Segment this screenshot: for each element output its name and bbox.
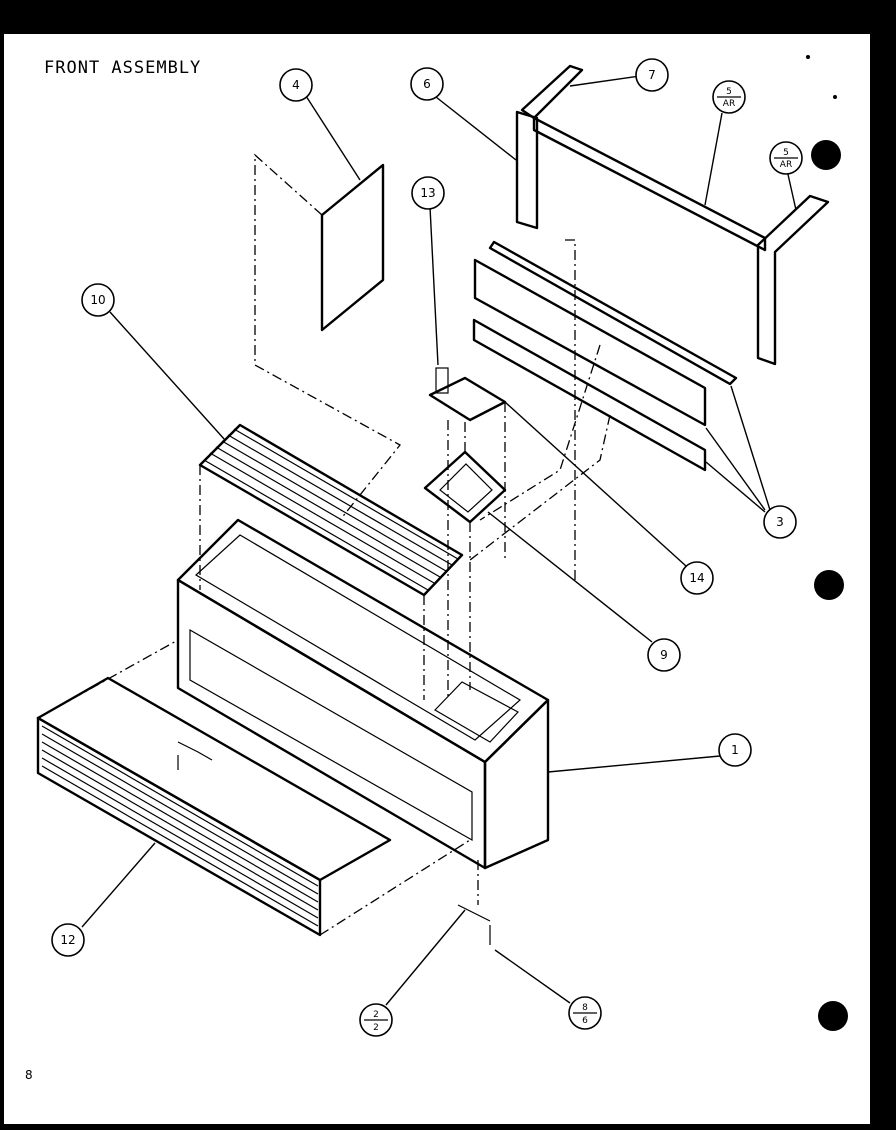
part-bracket xyxy=(428,367,507,700)
callout-13: 13 xyxy=(411,176,445,210)
callout-6: 6 xyxy=(410,67,444,101)
svg-text:AR: AR xyxy=(780,160,792,170)
svg-text:2: 2 xyxy=(373,1010,379,1020)
speck xyxy=(806,55,810,59)
svg-text:9: 9 xyxy=(660,648,668,662)
svg-text:AR: AR xyxy=(723,99,735,109)
svg-text:14: 14 xyxy=(689,571,704,585)
callout-14: 14 xyxy=(680,561,714,595)
drawing-sheet xyxy=(4,34,870,1124)
svg-text:8: 8 xyxy=(582,1003,588,1013)
svg-text:6: 6 xyxy=(423,77,431,91)
callout-12: 12 xyxy=(51,923,85,957)
callout-9: 9 xyxy=(647,638,681,672)
part-top-grille xyxy=(198,423,464,700)
svg-text:6: 6 xyxy=(582,1016,588,1026)
svg-text:7: 7 xyxy=(648,68,656,82)
callout-1: 1 xyxy=(718,733,752,767)
callout-10: 10 xyxy=(81,283,115,317)
leader-lines xyxy=(81,75,797,1006)
svg-text:5: 5 xyxy=(783,148,789,158)
svg-text:13: 13 xyxy=(420,186,435,200)
speck xyxy=(833,95,837,99)
callout-7: 7 xyxy=(635,58,669,92)
part-top-frame xyxy=(515,64,830,366)
part-front-panels xyxy=(469,239,738,580)
part-hardware xyxy=(177,741,491,945)
callout-2-2: 2 2 xyxy=(359,1003,393,1037)
registration-dot xyxy=(811,140,841,170)
svg-text:2: 2 xyxy=(373,1023,379,1033)
callout-3: 3 xyxy=(763,505,797,539)
svg-text:3: 3 xyxy=(776,515,784,529)
svg-text:12: 12 xyxy=(60,933,75,947)
diagram-title: FRONT ASSEMBLY xyxy=(44,58,202,78)
page-number: 8 xyxy=(25,1068,33,1082)
svg-text:5: 5 xyxy=(726,87,732,97)
part-side-panel xyxy=(254,153,401,521)
callout-8-6: 8 6 xyxy=(568,996,602,1030)
part-duct-opening xyxy=(423,420,507,690)
callout-5-ar-right: 5 AR xyxy=(769,141,803,175)
svg-text:4: 4 xyxy=(292,78,300,92)
part-cabinet xyxy=(176,518,550,870)
part-front-grille xyxy=(36,639,471,937)
registration-dot xyxy=(814,570,844,600)
svg-text:10: 10 xyxy=(90,293,105,307)
registration-dot xyxy=(818,1001,848,1031)
callout-5-ar-top: 5 AR xyxy=(712,80,746,114)
callout-4: 4 xyxy=(279,68,313,102)
svg-text:1: 1 xyxy=(731,743,739,757)
